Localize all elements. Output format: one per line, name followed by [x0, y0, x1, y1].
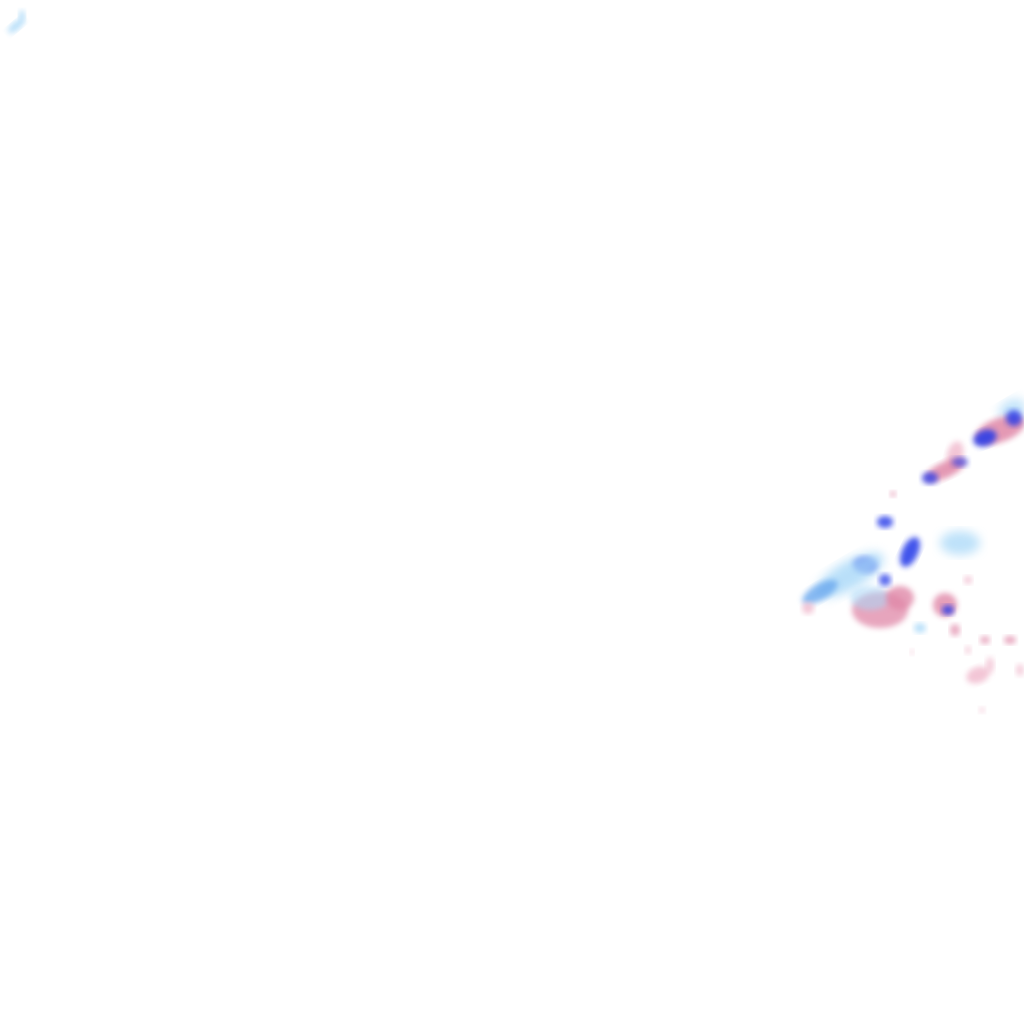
radar-echo-light-rain: [998, 398, 1024, 422]
radar-echo-heavy-rain: [922, 472, 938, 484]
radar-echo-light-rain: [914, 623, 926, 633]
radar-echo-mixed-precip-light: [965, 646, 971, 654]
radar-echo-heavy-rain: [877, 516, 893, 528]
radar-echo-mixed-precip: [924, 458, 966, 482]
radar-echo-heavy-rain: [973, 429, 997, 447]
precipitation-echoes: [7, 10, 1024, 713]
radar-echo-mixed-precip-light: [979, 707, 985, 713]
radar-echo-light-rain: [816, 552, 884, 598]
radar-echo-light-rain: [850, 586, 890, 610]
radar-echo-mixed-precip-light: [946, 441, 964, 469]
radar-echo-moderate-rain: [802, 579, 838, 605]
radar-echo-heavy-rain: [1006, 410, 1022, 426]
radar-echo-mixed-precip: [933, 593, 957, 617]
radar-echo-mixed-precip-light: [986, 657, 994, 673]
radar-echo-mixed-precip: [886, 586, 914, 610]
radar-echo-mixed-precip-light: [802, 602, 814, 614]
radar-echo-mixed-precip: [1004, 636, 1016, 644]
radar-echo-mixed-precip-light: [966, 666, 990, 684]
radar-echo-mixed-precip: [950, 624, 960, 636]
radar-echo-mixed-precip: [975, 415, 1024, 445]
radar-echo-heavy-rain: [952, 457, 968, 467]
radar-echo-heavy-rain: [879, 574, 891, 586]
radar-echo-light-rain: [19, 10, 25, 22]
radar-echo-heavy-rain: [853, 557, 877, 573]
radar-echo-light-rain: [7, 18, 25, 34]
radar-echo-mixed-precip-light: [1016, 664, 1024, 676]
radar-echo-heavy-rain: [942, 605, 954, 615]
radar-echo-mixed-precip-light: [964, 576, 972, 584]
radar-echo-light-rain: [940, 531, 980, 555]
radar-echo-mixed-precip: [890, 491, 896, 497]
radar-echo-mixed-precip: [852, 592, 908, 628]
radar-echo-mixed-precip-light: [910, 649, 914, 655]
radar-echo-mixed-precip: [980, 636, 990, 644]
radar-echo-heavy-rain: [900, 537, 920, 567]
